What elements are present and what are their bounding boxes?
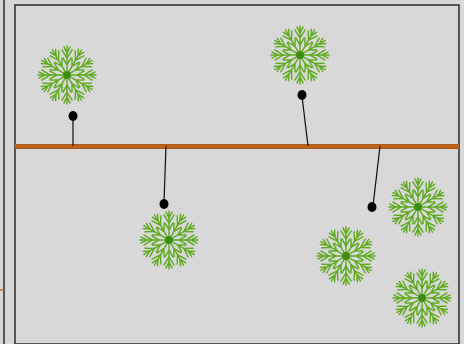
weight-icon[interactable]: [159, 199, 169, 209]
weight-icon[interactable]: [68, 111, 78, 121]
string-3: [301, 95, 309, 147]
weight-icon[interactable]: [367, 202, 377, 212]
weight-icon[interactable]: [297, 90, 307, 100]
string-2: [163, 145, 167, 203]
rope[interactable]: [15, 144, 459, 149]
string-4: [372, 145, 381, 207]
play-area-frame: [14, 4, 460, 344]
